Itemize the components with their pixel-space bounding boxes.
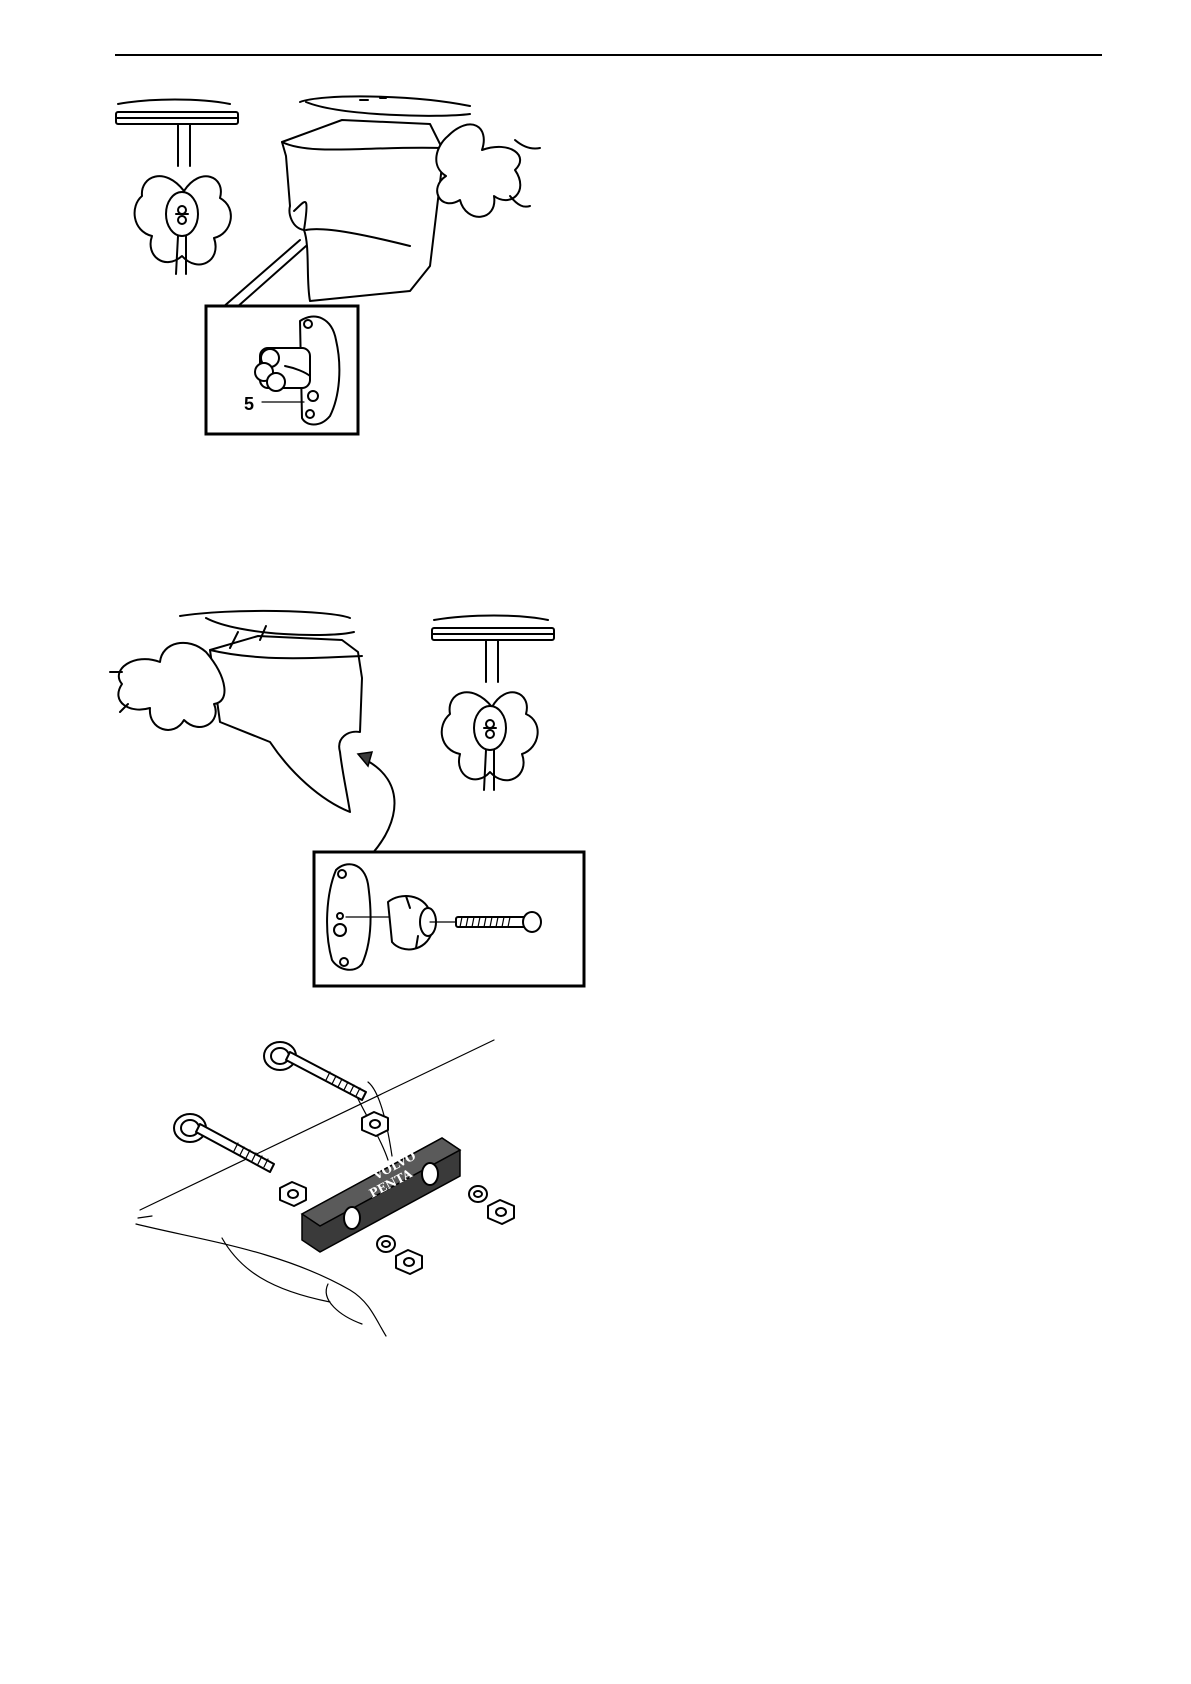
rear-view-drive-illustration bbox=[432, 616, 554, 791]
anode-inset-box bbox=[206, 306, 358, 434]
nut bbox=[396, 1250, 422, 1274]
arrow-head bbox=[358, 752, 372, 766]
leader-line bbox=[222, 240, 306, 308]
rear-view-drive-illustration bbox=[116, 100, 238, 275]
washer bbox=[469, 1186, 487, 1202]
nut bbox=[362, 1112, 388, 1136]
figure-3-cavitation-plate-anode: VOLVO PENTA bbox=[130, 1030, 570, 1340]
anode-installation-inset-box bbox=[314, 852, 584, 986]
side-view-drive-illustration bbox=[282, 96, 540, 301]
side-view-drive-illustration bbox=[110, 611, 362, 812]
nut bbox=[488, 1200, 514, 1224]
nut bbox=[280, 1182, 306, 1206]
direction-arrow bbox=[366, 760, 395, 854]
callout-number-5: 5 bbox=[244, 395, 254, 413]
figure-1-drive-anode: 5 bbox=[110, 96, 590, 476]
bolt-upper bbox=[264, 1042, 366, 1100]
header-rule bbox=[115, 54, 1102, 56]
figure-2-anode-installation bbox=[110, 612, 600, 992]
bolt-lower bbox=[174, 1114, 274, 1172]
washer bbox=[377, 1236, 395, 1252]
